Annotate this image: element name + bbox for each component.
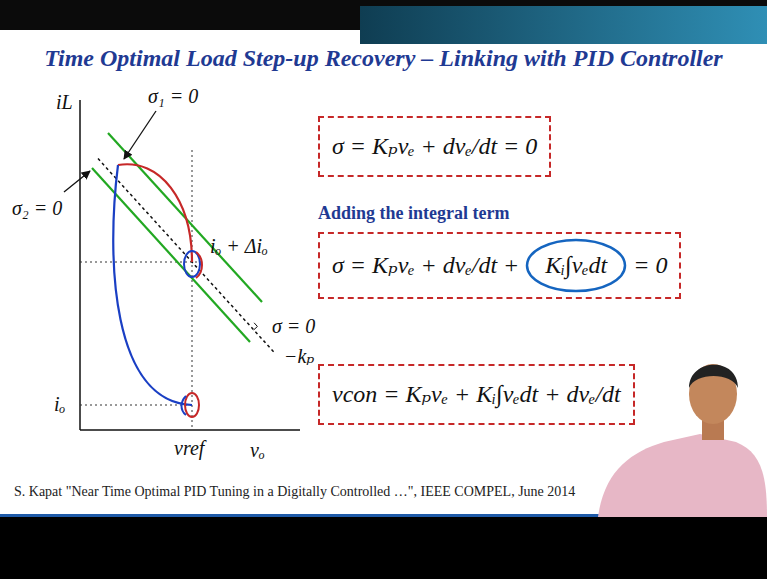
- axis-label: σ₂ = 0: [12, 196, 62, 220]
- axis-label: σ = 0: [272, 314, 315, 338]
- red-trajectory: [118, 164, 192, 262]
- leader-arrow: [64, 171, 90, 192]
- start-marker: [185, 393, 199, 417]
- header-teal-band: [360, 6, 767, 44]
- blue-trajectory: [113, 165, 192, 405]
- vref-guide: [192, 150, 193, 430]
- axis-label: vref: [174, 436, 204, 460]
- axis-label: iₒ + Δiₒ: [210, 234, 268, 258]
- presenter-figure: [689, 364, 737, 424]
- highlight-circle: [527, 240, 625, 291]
- footer-band: [0, 517, 767, 579]
- leader-arrow: [124, 111, 156, 159]
- axis-label: vₒ: [250, 438, 265, 462]
- presenter-figure: [689, 365, 738, 388]
- equation-text: Kᵢ∫vₑdt: [545, 251, 607, 280]
- sigma-line: [98, 159, 275, 354]
- equilibrium-marker: [196, 252, 202, 278]
- presenter-figure: [598, 434, 767, 517]
- axis-label: iL: [56, 90, 73, 114]
- axis-label: iₒ: [54, 392, 65, 416]
- io-guide: [80, 405, 192, 406]
- equation-text: = 0: [633, 251, 667, 280]
- sigma1-line: [108, 133, 262, 302]
- highlight-ellipse: Kᵢ∫vₑdt: [525, 238, 627, 293]
- axis-label: σ₁ = 0: [148, 84, 198, 108]
- slide-ground: [0, 30, 767, 516]
- reference-caption: S. Kapat "Near Time Optimal PID Tuning i…: [14, 484, 575, 501]
- equation-text: σ = Kₚvₑ + dvₑ/dt +: [332, 251, 519, 280]
- start-marker: [182, 396, 187, 415]
- load-guide: [80, 262, 204, 263]
- slide-title: Time Optimal Load Step-up Recovery – Lin…: [44, 44, 722, 73]
- y-axis: [79, 100, 81, 430]
- section-note: Adding the integral term: [318, 203, 509, 225]
- equation-text: σ = Kₚvₑ + dvₑ/dt = 0: [332, 132, 537, 161]
- axis-label: −kₚ: [284, 344, 314, 368]
- equation-box: σ = Kₚvₑ + dvₑ/dt + = 0 Kᵢ∫vₑdt: [318, 232, 681, 299]
- equation-box: vcon = Kₚvₑ + Kᵢ∫vₑdt + dvₑ/dt: [318, 364, 635, 425]
- equation-box: σ = Kₚvₑ + dvₑ/dt = 0: [318, 116, 551, 177]
- x-axis: [80, 429, 300, 431]
- right-angle-mark: [254, 323, 258, 330]
- equilibrium-marker: [184, 251, 200, 277]
- equation-text: vcon = Kₚvₑ + Kᵢ∫vₑdt + dvₑ/dt: [332, 380, 621, 409]
